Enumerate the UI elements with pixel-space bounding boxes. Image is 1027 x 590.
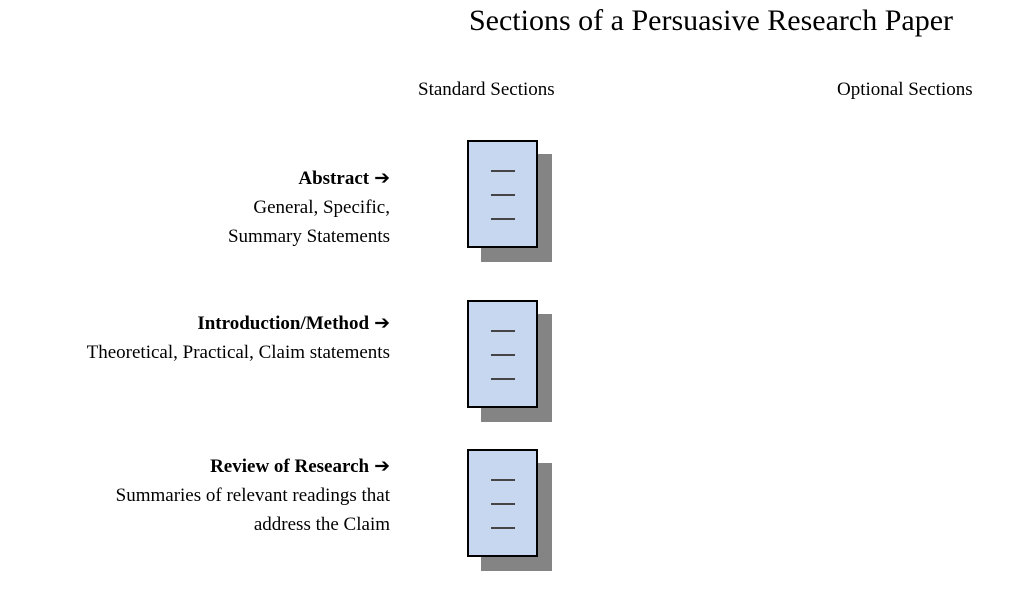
row-title: Abstract xyxy=(298,168,370,189)
right-arrow-icon: ➔ xyxy=(374,167,390,189)
row-title: Review of Research xyxy=(210,456,370,477)
row-description-line: Summaries of relevant readings that xyxy=(115,485,390,506)
document-text-line xyxy=(490,479,515,481)
row-description-line: Theoretical, Practical, Claim statements xyxy=(86,342,390,363)
row-description-line: address the Claim xyxy=(253,514,390,535)
row-description-line: General, Specific, xyxy=(253,197,390,218)
row-title-line: Abstract➔ xyxy=(228,164,390,193)
column-header-standard: Standard Sections xyxy=(418,79,555,100)
document-text-line xyxy=(490,354,515,356)
document-text-line xyxy=(490,503,515,505)
right-arrow-icon: ➔ xyxy=(374,455,390,477)
row-description-line: Summary Statements xyxy=(227,226,390,247)
row-label-review-of-research: Review of Research➔ Summaries of relevan… xyxy=(116,452,390,539)
document-text-line xyxy=(490,378,515,380)
row-label-abstract: Abstract➔ General, Specific, Summary Sta… xyxy=(228,164,390,251)
row-label-introduction-method: Introduction/Method➔ Theoretical, Practi… xyxy=(87,309,390,367)
row-title-line: Introduction/Method➔ xyxy=(87,309,390,338)
document-icon xyxy=(467,140,538,248)
document-text-line xyxy=(490,218,515,220)
right-arrow-icon: ➔ xyxy=(374,312,390,334)
row-title-line: Review of Research➔ xyxy=(116,452,390,481)
document-text-line xyxy=(490,170,515,172)
diagram-title: Sections of a Persuasive Research Paper xyxy=(468,4,953,37)
row-title: Introduction/Method xyxy=(197,313,370,334)
document-icon xyxy=(467,300,538,408)
document-text-line xyxy=(490,330,515,332)
document-text-line xyxy=(490,194,515,196)
column-header-optional: Optional Sections xyxy=(837,79,973,100)
document-text-line xyxy=(490,527,515,529)
document-icon xyxy=(467,449,538,557)
